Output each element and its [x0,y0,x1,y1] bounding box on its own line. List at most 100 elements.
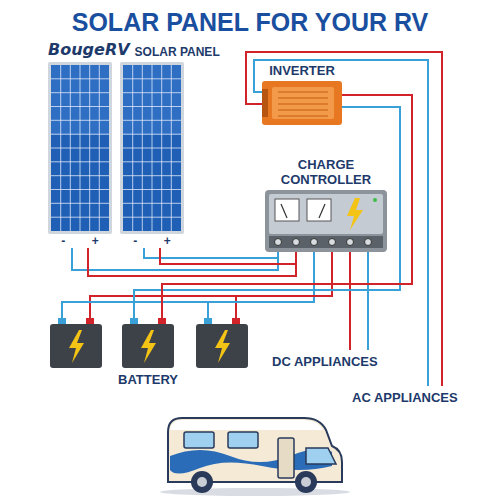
rv-roof [170,420,323,432]
inverter-body [262,81,342,125]
cell-line [51,161,109,162]
rv-hub [301,477,311,487]
solar-panel: -+ [120,62,184,248]
cell-line [123,92,181,93]
rv-illustration [160,418,350,496]
battery-symbol [122,318,174,368]
inverter-fin [278,91,328,92]
battery-box: BATTERY [106,318,190,387]
inverter-fin [278,103,328,104]
terminal-row: -+ [48,234,112,248]
terminal-screw [365,239,372,246]
cell-line [123,148,181,149]
inverter-fin [278,97,328,98]
terminal-screw [329,239,336,246]
diagram-title: SOLAR PANEL FOR YOUR RV [0,8,500,37]
lightning-bolt [141,330,156,363]
terminal-row: -+ [120,234,184,248]
brand-logo: BougeRV [48,40,130,59]
battery-label: BATTERY [106,368,190,387]
meter [307,199,331,221]
cell-line [123,120,181,121]
polarity-mark: - [133,234,137,248]
battery-body [196,324,248,368]
wire-positive [88,248,296,276]
meter [275,199,299,221]
status-led [373,198,377,202]
controller-face [269,194,383,234]
panel-caption: SOLAR PANEL [135,45,220,59]
cell-line [123,175,181,176]
polarity-mark: + [164,234,171,248]
solar-panel-symbol [120,62,184,234]
terminal-screw [311,239,318,246]
lightning-bolt [215,330,230,363]
rv-shadow [160,488,350,496]
inverter-box: INVERTER [262,63,342,125]
meter-needle [281,204,287,218]
box-heading: CHARGE CONTROLLER [265,157,387,190]
battery-symbol [50,318,102,368]
battery-terminal [204,318,212,324]
cell-line [123,161,181,162]
wire-negative [72,248,278,270]
solar-panel-symbol [48,62,112,234]
rv-body [168,418,342,482]
rv-wheel [295,471,317,493]
cell-line [51,175,109,176]
dc-label: DC APPLIANCES [272,354,378,369]
cell-line [51,78,109,79]
rv-wheel [191,471,213,493]
charge-controller-symbol [265,190,387,252]
ac-wire-blue [254,60,428,386]
terminal-screw [293,239,300,246]
rv-window [228,432,258,448]
cell-line [123,189,181,190]
rv-window [184,432,214,448]
box-heading: INVERTER [262,63,342,81]
cell-line [51,203,109,204]
cell-line [51,120,109,121]
solar-panel: -+ [48,62,112,248]
inverter-fin [278,109,328,110]
polarity-mark: - [61,234,65,248]
panel-cells [51,65,109,231]
cell-line [51,92,109,93]
battery-body [122,324,174,368]
cell-line [123,134,181,135]
wire-pair [72,248,296,276]
lightning-bolt [347,198,363,230]
battery-symbol [196,318,248,368]
charge-controller: CHARGE CONTROLLER [265,157,387,252]
wire-negative [144,248,278,258]
terminal-strip [269,236,383,248]
cell-line [123,217,181,218]
terminal-screw [275,239,282,246]
panel-cells [123,65,181,231]
inverter-terminal-block [262,89,268,117]
polarity-mark: + [92,234,99,248]
meter-needle [319,204,325,218]
rv-hub [197,477,207,487]
battery-terminal [158,318,166,324]
dc-wire-red [349,252,351,350]
cell-line [123,203,181,204]
cell-line [51,134,109,135]
battery-terminal [232,318,240,324]
inverter-fin [278,115,328,116]
cell-line [123,106,181,107]
cell-line [51,148,109,149]
inverter-face [272,87,334,119]
panel-frame [120,62,184,234]
dc-wire-blue [367,252,369,350]
battery-body [50,324,102,368]
rv-door [278,438,294,478]
battery-terminal [130,318,138,324]
cell-line [51,217,109,218]
battery-terminal [86,318,94,324]
lightning-bolt [69,330,84,363]
wire-positive [162,95,412,318]
battery-terminal [58,318,66,324]
ac-label: AC APPLIANCES [352,390,458,405]
